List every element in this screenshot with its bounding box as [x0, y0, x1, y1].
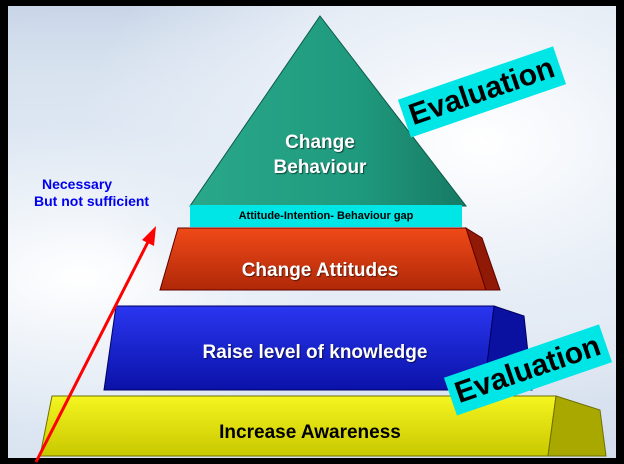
side-note-line2: But not sufficient — [34, 193, 150, 209]
tier-awareness — [39, 395, 607, 457]
top-label-line1: Change — [285, 132, 355, 153]
top-label-line2: Behaviour — [273, 157, 367, 178]
tier-attitudes — [159, 226, 501, 291]
awareness-label: Increase Awareness — [219, 422, 401, 443]
red-arrow-icon — [34, 226, 156, 463]
gap-label: Attitude-Intention- Behaviour gap — [190, 205, 462, 227]
side-note: Necessary But not sufficient — [34, 176, 149, 210]
side-note-line1: Necessary — [42, 176, 113, 192]
knowledge-label: Raise level of knowledge — [202, 342, 428, 363]
top-tier-label: Change Behaviour — [250, 130, 390, 180]
attitudes-label: Change Attitudes — [241, 260, 399, 281]
